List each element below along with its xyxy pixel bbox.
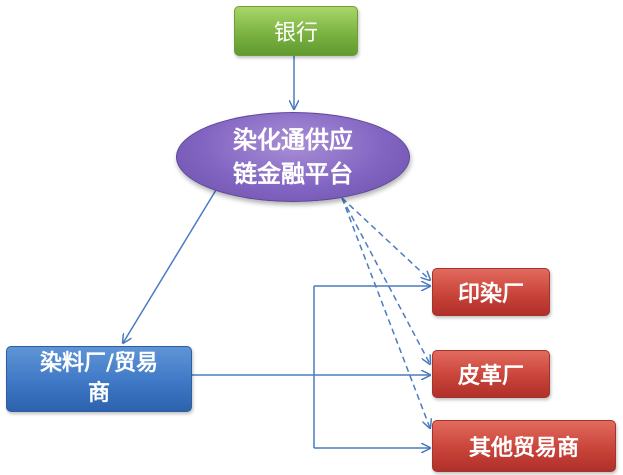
edge-platform-to-other-trader (341, 197, 430, 428)
edge-platform-to-printing (341, 197, 430, 280)
leather-factory-label: 皮革厂 (457, 364, 524, 389)
bank-node: 银行 (234, 6, 358, 56)
other-trader-node: 其他贸易商 (432, 420, 616, 472)
leather-factory-node: 皮革厂 (432, 350, 550, 398)
printing-factory-node: 印染厂 (432, 268, 550, 316)
printing-factory-label: 印染厂 (457, 282, 524, 307)
edge-platform-to-dye-supplier (123, 189, 217, 343)
platform-label: 染化通供应 链金融平台 (233, 126, 353, 188)
dye-supplier-node: 染料厂/贸易 商 (6, 346, 192, 412)
bank-label: 银行 (273, 21, 318, 46)
dye-supplier-label: 染料厂/贸易 商 (39, 351, 159, 406)
edge-platform-to-leather (341, 197, 430, 364)
other-trader-label: 其他贸易商 (468, 436, 579, 461)
platform-node: 染化通供应 链金融平台 (176, 112, 410, 202)
